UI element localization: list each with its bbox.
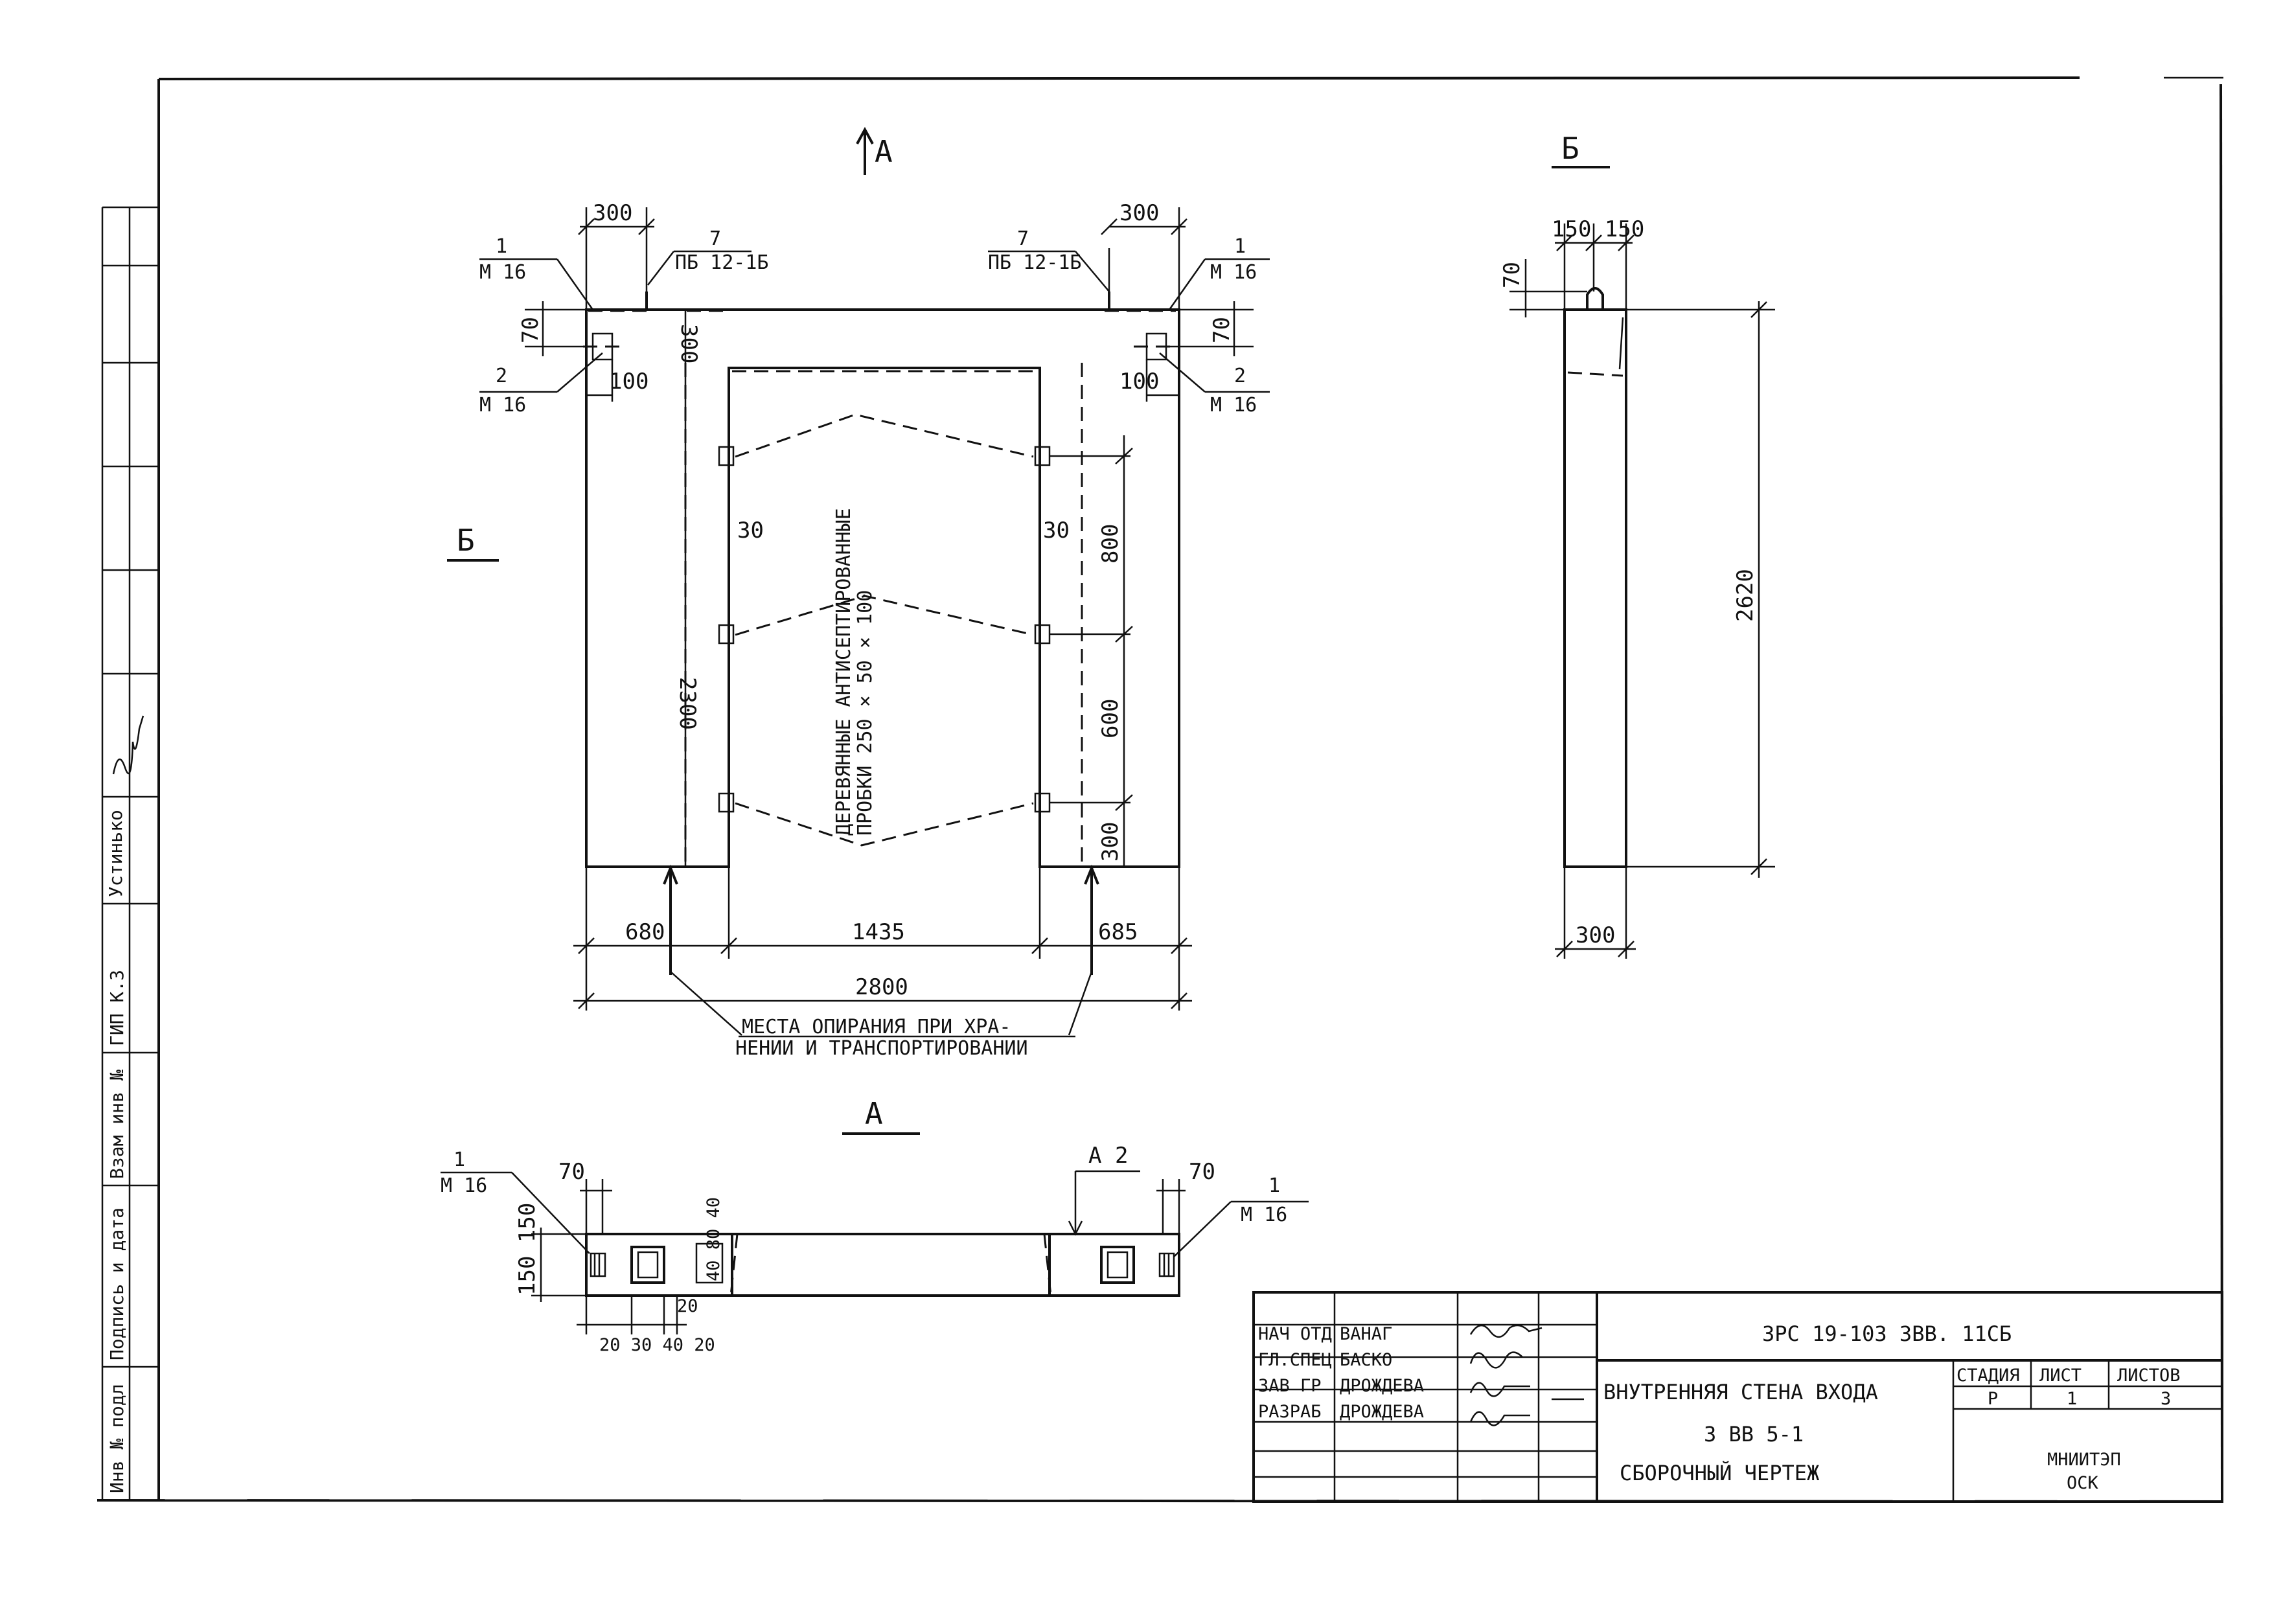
plan-inner-small: 40 80 40 (704, 1197, 724, 1281)
note-support-line1: МЕСТА ОПИРАНИЯ ПРИ ХРА- (742, 1016, 1011, 1038)
plan-callout-m16-num-left: 1 (453, 1149, 465, 1171)
tb-org-line2: ОСК (2067, 1473, 2099, 1493)
note-support-line2: НЕНИИ И ТРАНСПОРТИРОВАНИИ (735, 1037, 1028, 1060)
side-view-title: Б (1561, 131, 1579, 166)
dim-70-right: 70 (1209, 317, 1235, 343)
tb-name-0: ВАНАГ (1340, 1324, 1392, 1344)
dim-70-left: 70 (518, 317, 544, 343)
strip-inv-podl: Инв № подл (106, 1384, 128, 1493)
callout-m16-2-text-left: М 16 (479, 394, 526, 417)
dim-30-right: 30 (1043, 518, 1070, 543)
title-block: НАЧ ОТД ВАНАГ ГЛ.СПЕЦ БАСКО ЗАВ ГР ДРОЖД… (1252, 1291, 2223, 1503)
tb-sheet-value: 1 (2067, 1389, 2077, 1409)
strip-gip: ГИП К.З (106, 970, 128, 1046)
dim-685: 685 (1098, 919, 1138, 945)
side-dim-70: 70 (1499, 262, 1525, 288)
callout-m16-1-text-left: М 16 (479, 261, 526, 284)
plan-view-title: А (865, 1096, 883, 1131)
plan-callout-m16-num-right: 1 (1268, 1174, 1280, 1197)
dim-600: 600 (1097, 699, 1123, 738)
plan-callout-m16-text-right: М 16 (1241, 1204, 1287, 1226)
front-view-mark: А (875, 134, 893, 169)
dim-300-top-inner: 300 (676, 324, 702, 363)
panel-outline (585, 308, 1180, 868)
tb-role-3: РАЗРАБ (1258, 1402, 1322, 1422)
tb-title-line2: 3 ВВ 5-1 (1704, 1422, 1804, 1447)
dim-2300: 2300 (674, 677, 700, 730)
callout-m16-2-num-left: 2 (496, 365, 507, 387)
plan-dim-70-right: 70 (1189, 1159, 1215, 1185)
tb-signature-2 (1469, 1382, 1530, 1397)
side-view: Б 150 150 70 2620 300 (1499, 131, 1775, 959)
plan-callout-a2: А 2 (1088, 1143, 1128, 1169)
tb-role-2: ЗАВ ГР (1258, 1376, 1322, 1396)
tb-name-3: ДРОЖДЕВА (1340, 1402, 1424, 1422)
plan-dim-150-150: 150 150 (514, 1203, 540, 1296)
callout-m16-1-num-right: 1 (1234, 235, 1246, 258)
tb-name-2: ДРОЖДЕВА (1340, 1376, 1424, 1396)
callout-m16-2-num-right: 2 (1234, 365, 1246, 387)
tb-name-1: БАСКО (1340, 1350, 1392, 1370)
dim-1435: 1435 (852, 919, 905, 945)
tb-role-0: НАЧ ОТД (1258, 1324, 1332, 1344)
strip-vzam-inv: Взам инв № (106, 1069, 128, 1179)
tb-sheets-value: 3 (2161, 1389, 2171, 1409)
plan-dim-70-left: 70 (558, 1159, 585, 1185)
left-stamp-strip: Устинько ГИП К.З Взам инв № Подпись и да… (101, 206, 159, 1500)
tb-signature-1 (1469, 1351, 1523, 1369)
note-wood-plugs-line1: ДЕРЕВЯННЫЕ АНТИСЕПТИРОВАННЫЕ (832, 508, 855, 836)
plan-view: А 40 80 40 70 70 150 150 (441, 1096, 1309, 1355)
callout-m16-2-text-right: М 16 (1210, 394, 1257, 417)
dim-680: 680 (625, 919, 665, 945)
dim-300-top-right: 300 (1119, 200, 1159, 226)
callout-pb-num-left: 7 (709, 227, 721, 250)
sheet-frame (97, 76, 2223, 1503)
strip-signer: Устинько (105, 810, 126, 897)
callout-pb-text-right: ПБ 12-1Б (988, 251, 1082, 274)
side-dim-150-150: 150 150 (1552, 216, 1644, 242)
tb-stage-label: СТАДИЯ (1956, 1366, 2020, 1386)
callout-m16-1-text-right: М 16 (1210, 261, 1257, 284)
dim-100-right: 100 (1119, 369, 1159, 395)
tb-stage-value: Р (1988, 1389, 1998, 1409)
plan-bottom-dims: 20 30 40 20 (599, 1335, 715, 1355)
tb-title-line1: ВНУТРЕННЯЯ СТЕНА ВХОДА (1603, 1380, 1878, 1404)
tb-role-1: ГЛ.СПЕЦ (1258, 1350, 1332, 1370)
tb-sheets-label: ЛИСТОВ (2117, 1366, 2181, 1386)
strip-podpis-data: Подпись и дата (106, 1207, 128, 1360)
side-dim-2620: 2620 (1732, 569, 1758, 622)
tb-code: 3РС 19-103 3ВВ. 11СБ (1762, 1321, 2012, 1346)
dim-2800: 2800 (855, 974, 908, 1000)
dim-100-left: 100 (609, 369, 648, 395)
tb-sheet-label: ЛИСТ (2039, 1366, 2082, 1386)
dim-300-top-left: 300 (593, 200, 632, 226)
plan-callout-m16-text-left: М 16 (441, 1174, 487, 1197)
callout-m16-1-num-left: 1 (496, 235, 507, 258)
side-section-mark: Б (457, 523, 475, 558)
dim-800: 800 (1097, 524, 1123, 564)
tb-title-line3: СБОРОЧНЫЙ ЧЕРТЕЖ (1620, 1461, 1820, 1485)
callout-pb-text-left: ПБ 12-1Б (675, 251, 769, 274)
tb-org-line1: МНИИТЭП (2047, 1450, 2121, 1470)
front-view: А ДЕРЕВЯННЫЕ АНТИСЕПТИРОВАННЫЕ (447, 126, 1270, 1060)
strip-signature (112, 715, 144, 775)
plan-dim-20: 20 (677, 1296, 698, 1316)
tb-signature-3 (1469, 1411, 1530, 1426)
side-dim-300: 300 (1576, 922, 1615, 948)
dim-30-left: 30 (737, 518, 764, 543)
callout-pb-num-right: 7 (1017, 227, 1029, 250)
tb-signature-0 (1469, 1324, 1543, 1338)
dim-300-bottom: 300 (1097, 822, 1123, 862)
note-wood-plugs-line2: ПРОБКИ 250 × 50 × 100 (854, 590, 877, 836)
